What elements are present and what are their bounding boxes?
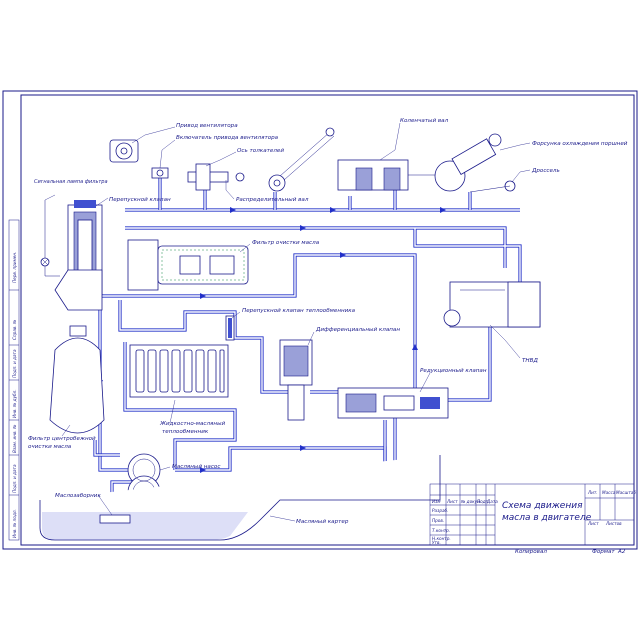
oil-pan bbox=[39, 455, 441, 541]
fan-switch bbox=[151, 167, 169, 179]
tb-copied: Копировал bbox=[515, 549, 547, 555]
oil-filter bbox=[127, 239, 249, 291]
side-strip-cell-5: Взам. инв. № bbox=[12, 424, 17, 453]
side-strip-cell-3: Подп. и дата bbox=[12, 349, 17, 378]
side-strip: Перв. примен. Справ. № Подп. и дата Инв.… bbox=[8, 219, 20, 541]
label-bypass-valve: Перепускной клапан bbox=[109, 197, 171, 203]
label-hpfp: ТНВД bbox=[522, 358, 538, 364]
side-strip-cell-7: Инв. № подл. bbox=[12, 509, 17, 538]
tb-role-2: Пров. bbox=[432, 518, 444, 523]
label-oil-pan: Масляный картер bbox=[296, 519, 349, 525]
hpfp bbox=[443, 281, 541, 328]
side-strip-cell-1: Перв. примен. bbox=[12, 252, 17, 283]
side-strip-cell-2: Справ. № bbox=[12, 319, 17, 340]
label-piston-nozzle: Форсунка охлаждения поршней bbox=[532, 141, 628, 147]
camshaft bbox=[268, 127, 335, 192]
label-throttle: Дроссель bbox=[531, 168, 560, 174]
label-fan-drive: Привод вентилятора bbox=[176, 123, 238, 129]
reduction-valve bbox=[337, 387, 449, 419]
tb-format-value: А2 bbox=[617, 549, 626, 555]
label-oil-filter: Фильтр очистки масла bbox=[252, 240, 320, 246]
piston-nozzle bbox=[434, 133, 516, 193]
centrifugal-filter bbox=[49, 325, 105, 434]
tb-role-5: Утв. bbox=[432, 540, 441, 545]
label-heat-bypass-valve: Перепускной клапан теплообменника bbox=[242, 308, 356, 314]
pusher-axis bbox=[187, 163, 245, 191]
diff-valve bbox=[279, 339, 313, 421]
side-strip-cell-6: Подп. и дата bbox=[12, 464, 17, 493]
heat-bypass-valve bbox=[225, 315, 235, 341]
label-reduction-valve: Редукционный клапан bbox=[420, 368, 487, 374]
label-centrifugal-filter-1: Фильтр центробежной bbox=[28, 436, 96, 442]
bypass-valve bbox=[54, 200, 103, 311]
bottom-strip: Копировал Формат А2 bbox=[515, 549, 626, 555]
tb-row-sign: Подп. bbox=[477, 499, 490, 504]
tb-scale: Масштаб bbox=[616, 490, 636, 495]
drawing-title-line1: Схема движения bbox=[502, 501, 583, 511]
tb-row-doc: № докум. bbox=[460, 499, 482, 504]
title-block: Изм Лист № докум. Подп. Дата Разраб. Про… bbox=[429, 483, 636, 546]
label-diff-valve: Дифференциальный клапан bbox=[315, 327, 400, 333]
tb-row-izm: Изм bbox=[432, 499, 441, 504]
tb-role-4: Н.контр. bbox=[432, 536, 451, 541]
label-crankshaft: Коленчатый вал bbox=[400, 118, 449, 124]
drawing-frame bbox=[2, 90, 638, 550]
tb-row-date: Дата bbox=[486, 499, 498, 504]
fan-drive bbox=[109, 139, 139, 163]
label-signal-lamp: Сигнальная лампа фильтра bbox=[34, 179, 108, 185]
drawing-title-line2: масла в двигателе bbox=[502, 513, 592, 523]
tb-sheets: Листов bbox=[605, 521, 622, 526]
tb-format: Формат bbox=[592, 549, 615, 555]
label-heat-exchanger-1: Жидкостно-масляный bbox=[159, 421, 225, 427]
side-strip-cell-4: Инв. № дубл. bbox=[12, 389, 17, 418]
crankshaft bbox=[337, 159, 440, 191]
label-heat-exchanger-2: теплообменник bbox=[162, 429, 209, 435]
tb-row-list: Лист bbox=[446, 499, 458, 504]
signal-lamp bbox=[40, 200, 60, 277]
label-fan-switch: Включатель привода вентилятора bbox=[176, 135, 279, 141]
heat-exchanger bbox=[129, 344, 229, 398]
tb-sheet: Лист bbox=[587, 521, 599, 526]
tb-role-1: Разраб. bbox=[432, 508, 448, 513]
label-pusher-axis: Ось толкателей bbox=[237, 148, 284, 154]
tb-lit: Лит. bbox=[587, 490, 598, 495]
tb-role-3: Т.контр. bbox=[432, 528, 450, 533]
leader-lines bbox=[44, 122, 531, 522]
label-oil-intake: Маслозаборник bbox=[55, 493, 101, 499]
label-camshaft: Распределительный вал bbox=[236, 197, 309, 203]
label-oil-pump: Масляный насос bbox=[172, 464, 220, 470]
label-centrifugal-filter-2: очистки масла bbox=[28, 444, 72, 450]
tb-mass: Масса bbox=[602, 490, 616, 495]
component-labels: Привод вентилятора Включатель привода ве… bbox=[28, 118, 628, 525]
